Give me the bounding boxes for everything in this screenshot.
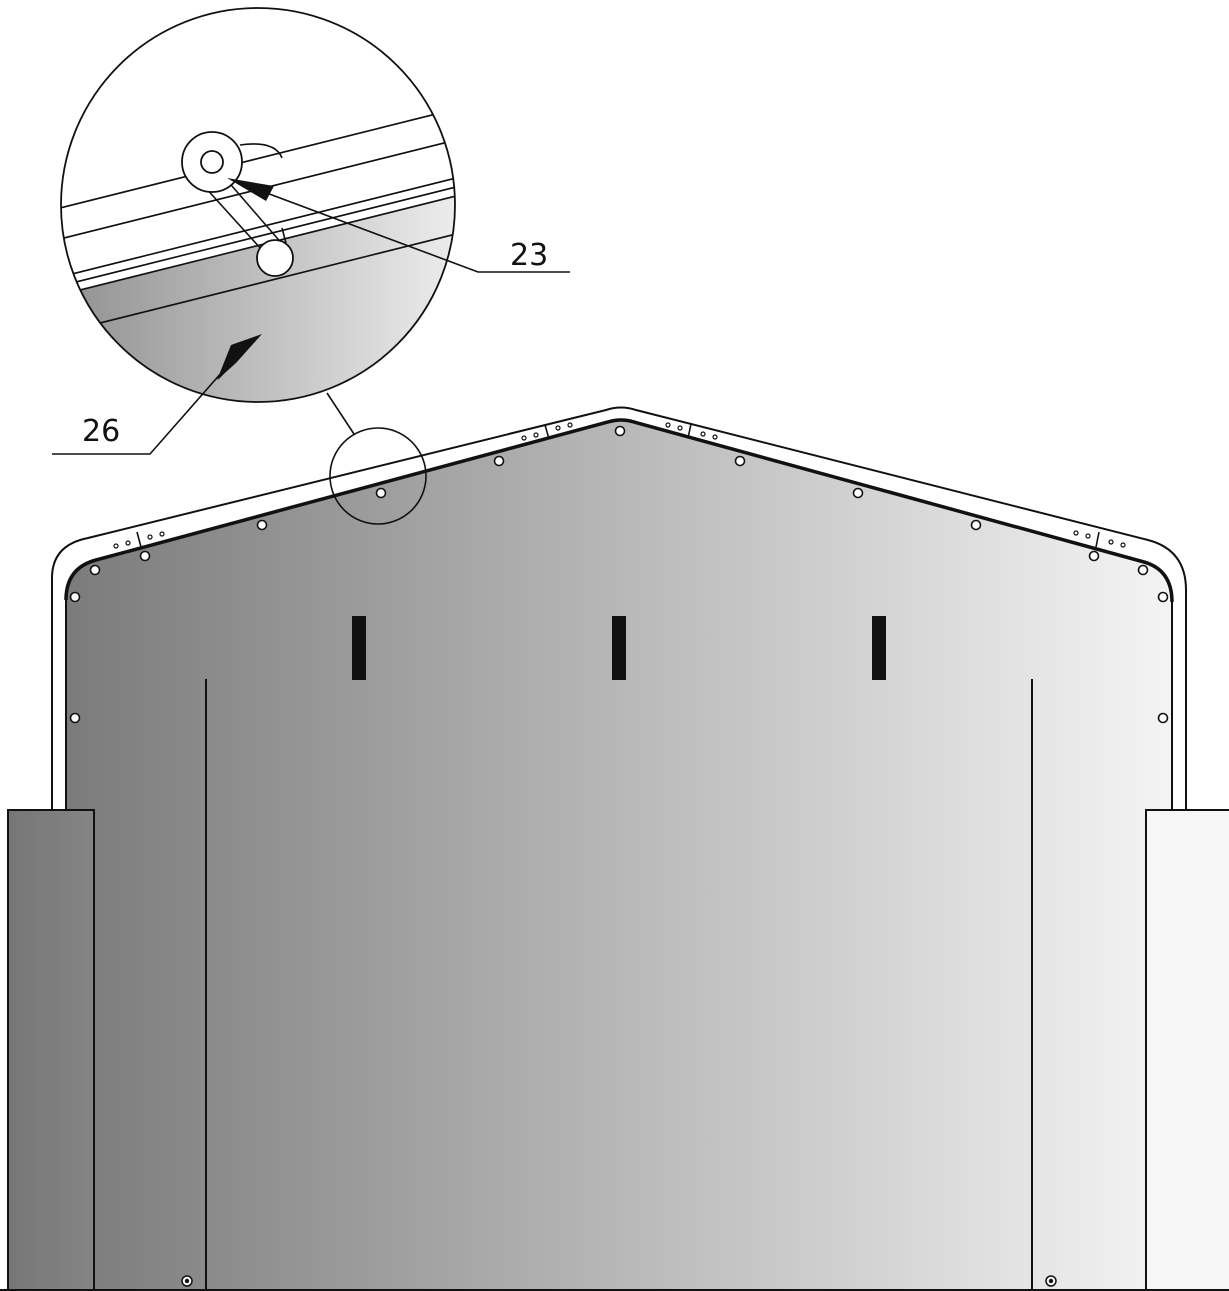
side-block-right xyxy=(1145,809,1229,1291)
frame-joint-holes xyxy=(113,422,1126,549)
callout-23: 23 xyxy=(510,238,548,273)
callout-26: 26 xyxy=(82,414,120,449)
anchor-bolts xyxy=(181,1275,1057,1287)
frame-joints xyxy=(136,423,1100,548)
callout-leaders xyxy=(52,179,570,455)
seam-lines xyxy=(205,679,1033,1291)
frame-inner xyxy=(64,418,1174,603)
frame-outer xyxy=(51,406,1187,810)
arrow-23 xyxy=(227,178,274,201)
side-block-left xyxy=(7,809,95,1291)
panel xyxy=(65,419,1173,1291)
panel-holes xyxy=(69,425,1169,724)
detail-marker-circle xyxy=(329,427,427,525)
detail-leader xyxy=(326,392,355,435)
detail-view xyxy=(60,7,456,403)
vent-slots xyxy=(352,616,886,680)
